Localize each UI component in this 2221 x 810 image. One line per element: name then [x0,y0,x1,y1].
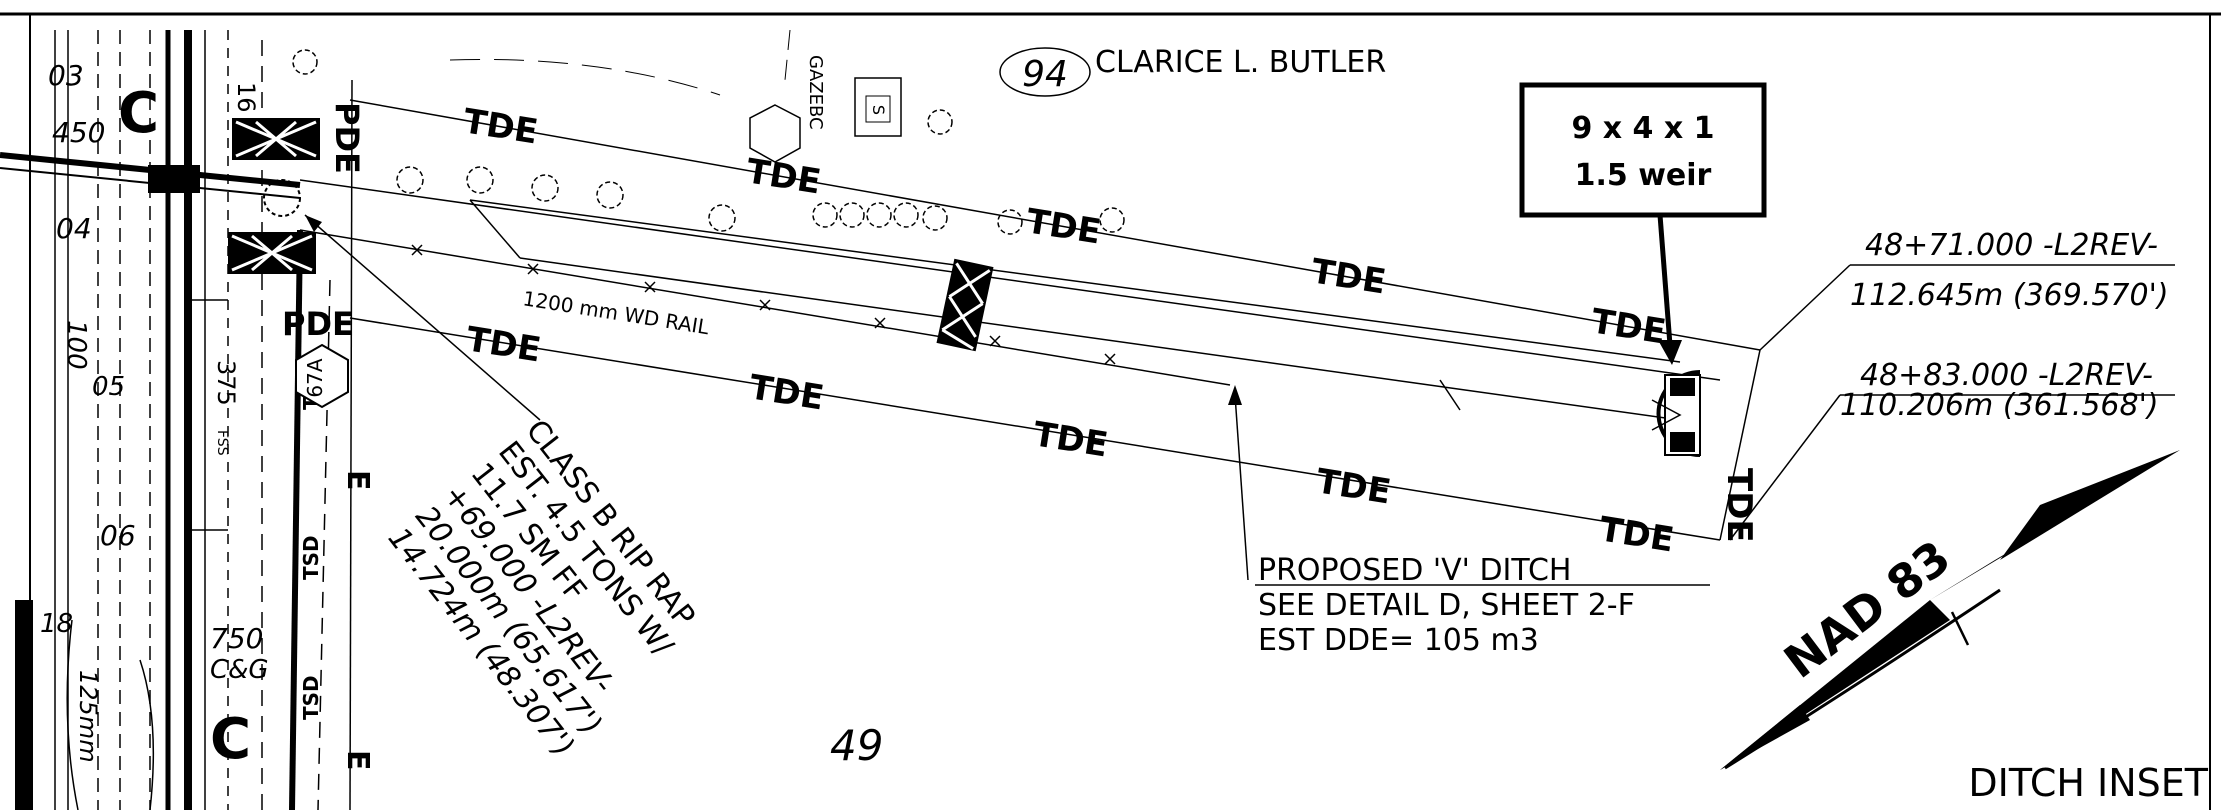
arrowhead-riprap [305,215,322,232]
rail-line-lower [299,229,1231,386]
svg-text:S: S [869,105,888,115]
label-16: 16 [232,82,260,113]
ditch-line-end [1439,379,1461,411]
weir-line2: 1.5 weir [1575,158,1712,193]
label-c-bottom: C [210,707,251,772]
tde-label-vertical: TDE [1719,468,1759,543]
owner-label: 94 CLARICE L. BUTLER [999,45,1386,97]
tde-line-north [349,99,1761,351]
label-e-1: E [340,470,375,491]
ditch-line-lower [519,257,1681,421]
owner-name: CLARICE L. BUTLER [1095,45,1386,80]
tde-label-9: TDE [1314,461,1394,512]
ditch-note-line2: SEE DETAIL D, SHEET 2-F [1258,588,1635,623]
label-pde-top: PDE [328,102,366,174]
label-450: 450 [52,116,105,149]
label-pde-mid: PDE [282,305,354,343]
riprap-block-ditch [936,258,994,352]
label-c-top: C [118,81,159,146]
rail-line-upper [299,179,1721,381]
tde-label-7: TDE [747,367,827,418]
label-cg: C&G [210,655,269,685]
tde-line-east [1719,349,1761,541]
label-tsd-2: TSD [299,535,323,580]
label-375: 375 [212,360,240,406]
pipe-junction-box [148,165,200,193]
label-04: 04 [56,212,92,245]
leader-arrow-riprap [304,214,541,421]
ditch-note-line1: PROPOSED 'V' DITCH [1258,553,1571,588]
property-line-top [784,29,791,81]
ditch-note-line3: EST DDE= 105 m3 [1258,623,1539,658]
station-2-offset: 110.206m (361.568') [1840,388,2159,423]
riprap-block-lower [228,232,316,274]
inset-title: DITCH INSET [1968,761,2208,805]
label-750: 750 [210,622,263,655]
station-callout-2: 48+83.000 -L2REV- 110.206m (361.568') [1840,358,2159,423]
sheet-number: 49 [830,721,883,770]
tde-label-3: TDE [1024,201,1104,252]
easement-lines [299,99,2175,541]
tde-label-2: TDE [744,151,824,202]
label-05: 05 [92,372,125,402]
tree-symbol [263,179,301,217]
station-hexagon-67a: 67A [295,343,349,409]
svg-text:GAZEBC: GAZEBC [805,55,826,130]
rail-x-marks [411,244,1116,365]
station-callout-1: 48+71.000 -L2REV- 112.645m (369.570') [1850,228,2169,313]
ditch-line-upper [469,199,1681,363]
label-125mm: 125mm [74,670,102,763]
callout-leader-2 [1729,394,1841,541]
label-18: 18 [40,609,73,639]
label-fss: FSS [214,430,230,456]
tde-label-10: TDE [1597,509,1677,560]
label-e-2: E [340,750,375,771]
station-1-label: 48+71.000 -L2REV- [1865,228,2158,263]
callout-leader-1 [1759,264,1851,351]
label-100: 100 [61,320,91,370]
north-arrow: NAD 83 [1720,450,2180,770]
riprap-block-upper [232,118,320,160]
station-1-offset: 112.645m (369.570') [1850,278,2169,313]
shed-symbol: S [854,77,902,137]
ditch-note: PROPOSED 'V' DITCH SEE DETAIL D, SHEET 2… [1228,385,1710,658]
tde-label-4: TDE [1309,251,1389,302]
parcel-number: 94 [1022,54,1068,95]
tde-label-1: TDE [461,101,541,152]
label-06: 06 [100,519,136,552]
property-curve [449,58,721,96]
tde-label-5: TDE [1589,301,1669,352]
tde-label-8: TDE [1031,414,1111,465]
shrub-symbols [292,49,1125,235]
svg-text:67A: 67A [303,358,327,397]
label-tsd-3: TSD [299,675,323,720]
gazebo-symbol: GAZEBC [749,55,826,163]
tde-line-south [349,317,1721,541]
weir-line1: 9 x 4 x 1 [1571,111,1714,146]
weir-box [1519,82,1767,218]
riprap-note: CLASS B RIP RAP EST. 4.5 TONS W/ 11.7 SM… [381,413,702,763]
headwall-structure [1651,370,1701,457]
station-2-label: 48+83.000 -L2REV- [1860,358,2153,393]
ditch-slope [469,199,521,259]
label-03: 03 [48,59,84,92]
weir-callout: 9 x 4 x 1 1.5 weir [1519,82,1767,365]
